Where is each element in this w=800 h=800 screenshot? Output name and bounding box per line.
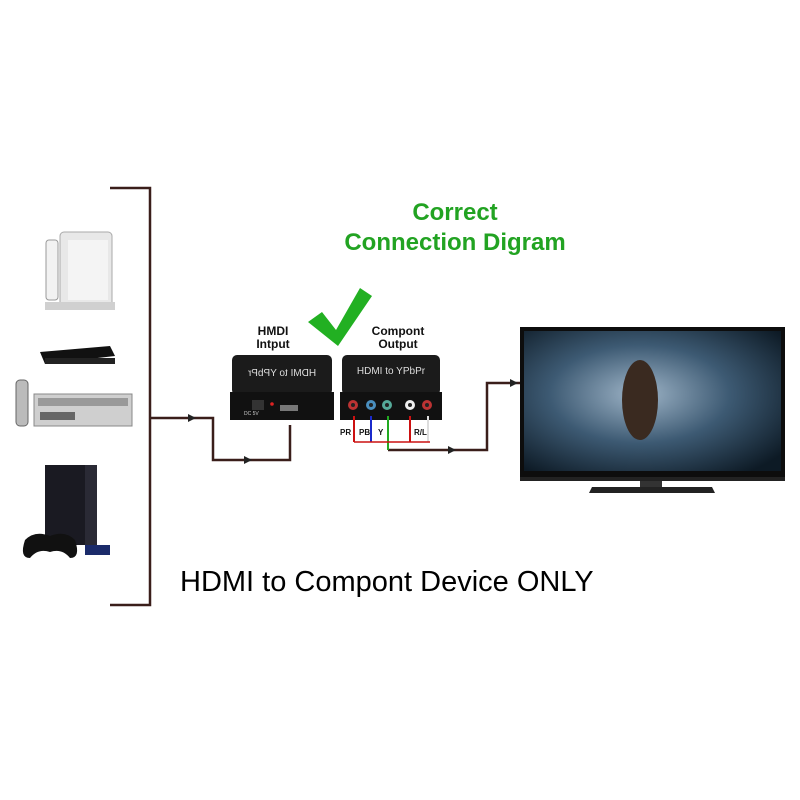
- cable-label-pr: PR: [340, 428, 352, 437]
- title-line-1: Correct: [412, 199, 498, 226]
- component-cable-line: [388, 381, 520, 452]
- input-label-line-1: HMDI: [257, 324, 289, 338]
- cable-label-pb: PB: [359, 428, 371, 437]
- footer-caption: HDMI to Compont Device ONLY: [180, 566, 594, 598]
- tv-icon: [520, 327, 785, 493]
- bluray-player-icon: [40, 346, 115, 364]
- input-converter-label: HDMI to YPbPr: [247, 368, 317, 379]
- wii-console-icon: [45, 231, 115, 310]
- arrow-icon: [448, 446, 456, 454]
- converter-input-device: [230, 355, 334, 420]
- output-converter-label: HDMI to YPbPr: [356, 366, 426, 377]
- cable-label-rl: R/L: [414, 428, 427, 437]
- output-label: Compont Output: [358, 325, 438, 351]
- output-label-line-2: Output: [378, 337, 418, 351]
- checkmark-icon: [308, 288, 372, 346]
- cable-label-y: Y: [378, 428, 384, 437]
- ps2-console-icon: [22, 465, 110, 558]
- hdmi-cable-line: [150, 416, 292, 462]
- arrow-icon: [188, 414, 196, 422]
- arrow-icon: [510, 379, 518, 387]
- arrow-icon: [244, 456, 252, 464]
- source-bracket: [110, 186, 152, 607]
- dc-label: DC 5V: [244, 411, 259, 417]
- title-line-2: Connection Digram: [344, 229, 566, 256]
- diagram-title: Correct Connection Digram: [300, 198, 610, 258]
- input-label-line-2: Intput: [256, 337, 290, 351]
- output-label-line-1: Compont: [371, 324, 425, 338]
- converter-output-device: [340, 355, 442, 420]
- dvd-vcr-icon: [15, 379, 133, 427]
- input-label: HMDI Intput: [236, 325, 310, 351]
- component-cables: [353, 416, 430, 450]
